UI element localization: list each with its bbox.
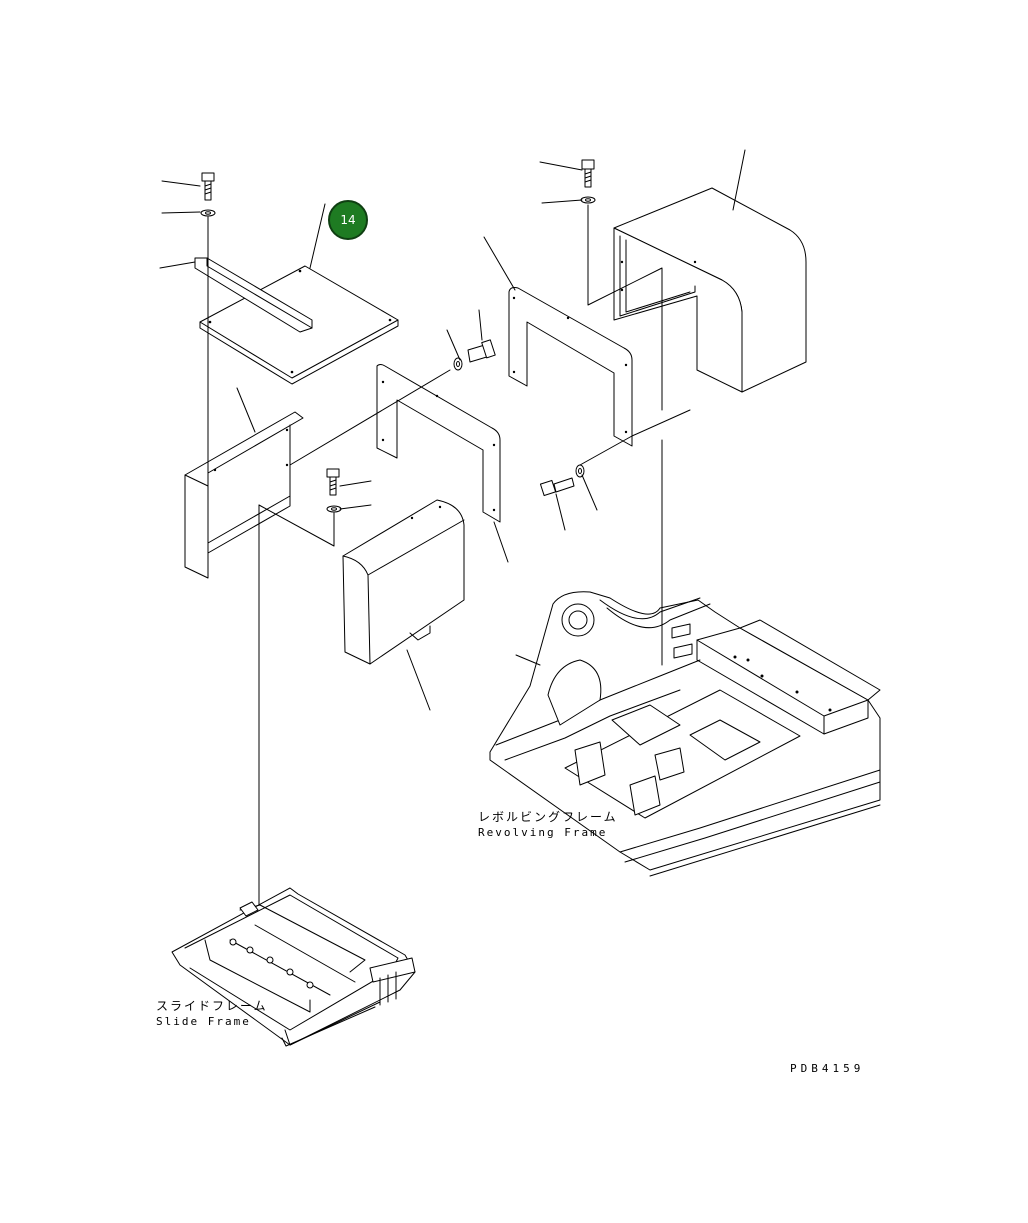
- leader-lines: [159, 149, 746, 711]
- hood-cover: [613, 187, 807, 393]
- slide-frame: [171, 887, 416, 1047]
- slide-frame-label-en: Slide Frame: [156, 1015, 251, 1028]
- bolt-lower-right: [539, 464, 585, 497]
- angle-bracket: [194, 257, 313, 333]
- assembly-lines: [207, 204, 691, 906]
- revolving-frame: [489, 591, 881, 877]
- cover-box-lower: [342, 499, 465, 665]
- revolving-frame-label-en: Revolving Frame: [478, 826, 608, 839]
- revolving-frame-label-jp: レボルビングフレーム: [478, 810, 618, 824]
- drawing-number: PDB4159: [790, 1062, 865, 1075]
- bolt-middle: [326, 468, 342, 513]
- callout-badge-14[interactable]: 14: [328, 200, 368, 240]
- side-panel-left: [184, 411, 304, 579]
- u-frame-middle: [376, 364, 501, 523]
- bolt-top-right: [580, 159, 596, 204]
- bolt-top-left: [200, 172, 216, 217]
- bolt-upper-center: [453, 339, 496, 371]
- u-frame-right: [508, 287, 633, 447]
- slide-frame-label-jp: スライドフレーム: [156, 999, 268, 1013]
